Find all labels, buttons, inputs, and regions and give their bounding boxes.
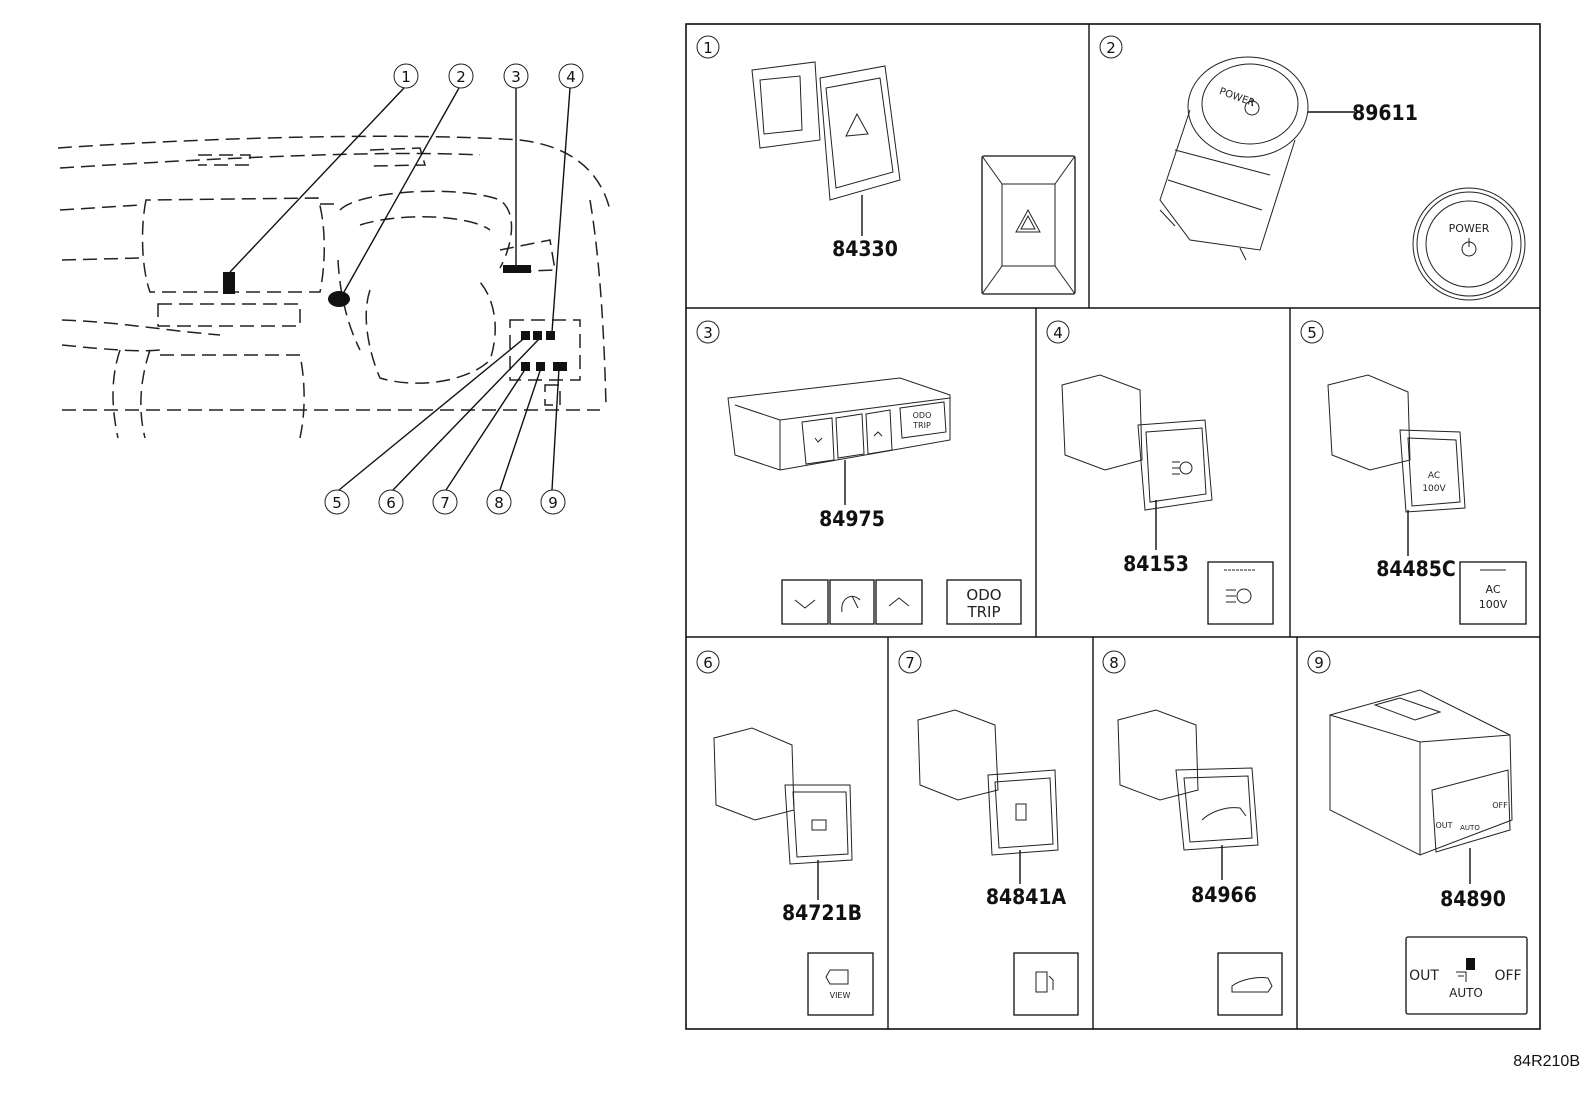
svg-text:TRIP: TRIP	[912, 421, 931, 430]
svg-text:1: 1	[401, 68, 411, 86]
svg-text:84153: 84153	[1123, 552, 1189, 576]
svg-text:POWER: POWER	[1218, 86, 1257, 109]
overview-callout-9: 9	[540, 489, 566, 515]
tailgate-face	[1217, 952, 1283, 1016]
svg-text:AUTO: AUTO	[1449, 986, 1483, 1000]
svg-text:6: 6	[386, 494, 396, 512]
panel-8: 8 84966	[1102, 650, 1283, 1016]
svg-text:9: 9	[548, 494, 558, 512]
svg-text:ODO: ODO	[966, 586, 1001, 604]
svg-text:5: 5	[332, 494, 342, 512]
svg-text:4: 4	[566, 68, 576, 86]
svg-text:AC: AC	[1428, 471, 1440, 481]
panel-2: 2 POWER 89611 POWER	[1099, 35, 1526, 301]
svg-text:TRIP: TRIP	[966, 603, 1000, 621]
meter-switch-drawing: ODO TRIP	[727, 377, 951, 471]
svg-text:5: 5	[1307, 324, 1317, 342]
hazard-button-face	[981, 155, 1076, 295]
svg-text:84966: 84966	[1191, 883, 1257, 907]
svg-text:6: 6	[703, 654, 713, 672]
svg-text:2: 2	[1106, 39, 1116, 57]
panel-9: 9 OUT AUTO OFF 84890 OUT OFF AUTO	[1307, 650, 1528, 1015]
tailgate-switch-drawing	[1117, 709, 1259, 851]
svg-text:OUT: OUT	[1435, 821, 1452, 830]
svg-text:AC: AC	[1485, 583, 1500, 596]
view-switch-face: VIEW	[807, 952, 874, 1016]
overview-callout-5: 5	[324, 489, 350, 515]
svg-text:84721B: 84721B	[782, 901, 862, 925]
overview-callout-2: 2	[448, 63, 474, 89]
overview-callout-4: 4	[558, 63, 584, 89]
svg-text:100V: 100V	[1422, 484, 1446, 494]
dashboard-overview	[57, 135, 611, 439]
overview-callout-3: 3	[503, 63, 529, 89]
svg-text:OFF: OFF	[1494, 968, 1521, 984]
svg-text:3: 3	[703, 324, 713, 342]
svg-text:8: 8	[494, 494, 504, 512]
svg-text:2: 2	[456, 68, 466, 86]
panel-7: 7 84841A	[898, 650, 1079, 1016]
svg-text:89611: 89611	[1352, 101, 1418, 125]
ac-outlet-switch-drawing: AC 100V	[1327, 374, 1466, 513]
panel-3: 3 ODO TRIP 84975 ODO TRIP	[696, 320, 1022, 625]
outlet-mode-switch-drawing: OUT AUTO OFF	[1329, 689, 1513, 856]
fuel-door-face	[1013, 952, 1079, 1016]
panel-4: 4 84153	[1046, 320, 1274, 625]
svg-text:8: 8	[1109, 654, 1119, 672]
headlamp-leveling-face	[1207, 561, 1274, 625]
svg-text:7: 7	[440, 494, 450, 512]
svg-text:84841A: 84841A	[986, 885, 1067, 909]
view-switch-drawing	[713, 727, 853, 865]
svg-text:84975: 84975	[819, 507, 885, 531]
svg-text:84485C: 84485C	[1376, 557, 1456, 581]
svg-text:VIEW: VIEW	[830, 991, 851, 1000]
svg-text:OUT: OUT	[1409, 968, 1439, 984]
ac-outlet-face: AC 100V	[1459, 561, 1527, 625]
svg-text:100V: 100V	[1479, 598, 1508, 611]
outlet-mode-face: OUT OFF AUTO	[1405, 936, 1528, 1015]
power-switch-drawing: POWER	[1159, 56, 1309, 261]
hazard-switch-drawing	[751, 61, 901, 201]
overview-callout-8: 8	[486, 489, 512, 515]
fuel-door-switch-drawing	[917, 709, 1059, 856]
svg-text:7: 7	[905, 654, 915, 672]
svg-text:OFF: OFF	[1492, 801, 1508, 810]
panel-5: 5 AC 100V 84485C AC 100V	[1300, 320, 1527, 625]
overview-callout-7: 7	[432, 489, 458, 515]
meter-switch-face: ODO TRIP	[781, 579, 1022, 625]
svg-text:3: 3	[511, 68, 521, 86]
svg-text:84890: 84890	[1440, 887, 1506, 911]
headlamp-leveling-switch-drawing	[1061, 374, 1213, 511]
overview-callout-6: 6	[378, 489, 404, 515]
svg-text:POWER: POWER	[1449, 222, 1490, 235]
svg-text:9: 9	[1314, 654, 1324, 672]
svg-text:ODO: ODO	[913, 411, 932, 420]
panel-1: 1 84330	[696, 35, 1076, 295]
overview-callout-1: 1	[393, 63, 419, 89]
power-button-face: POWER	[1412, 187, 1526, 301]
svg-text:84330: 84330	[832, 237, 898, 261]
drawing-reference-code: 84R210B	[1513, 1053, 1580, 1070]
panel-grid	[685, 23, 1541, 1030]
svg-text:4: 4	[1053, 324, 1063, 342]
overview-leaders	[229, 87, 571, 491]
svg-text:AUTO: AUTO	[1460, 824, 1480, 832]
svg-text:1: 1	[703, 39, 713, 57]
panel-6: 6 84721B VIEW	[696, 650, 874, 1016]
